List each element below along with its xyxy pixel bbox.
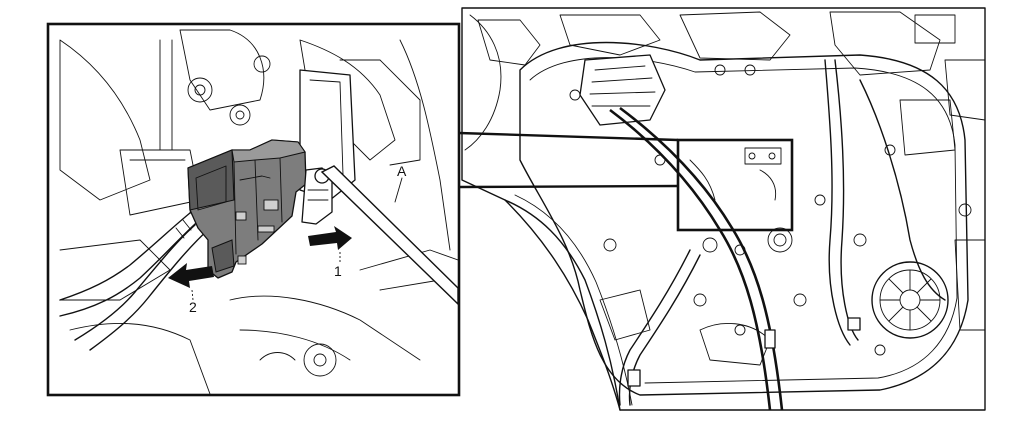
arrow-right-icon <box>308 226 352 250</box>
arrow-left-icon <box>168 263 214 288</box>
speaker-icon <box>871 261 949 339</box>
mating-connector <box>301 167 333 225</box>
detail-locator-box <box>676 138 794 232</box>
door-panel-overview <box>461 7 986 411</box>
callout-letter-a: A <box>397 163 407 179</box>
tool-a <box>320 165 458 305</box>
arrow-2-leader <box>191 289 194 301</box>
detail-inset: A 1 2 <box>46 22 461 397</box>
harness-connector <box>187 139 307 279</box>
leader-line-bottom <box>458 184 679 189</box>
callout-number-1: 1 <box>334 263 342 279</box>
leader-line-top <box>458 131 679 142</box>
callout-number-2: 2 <box>189 299 197 315</box>
